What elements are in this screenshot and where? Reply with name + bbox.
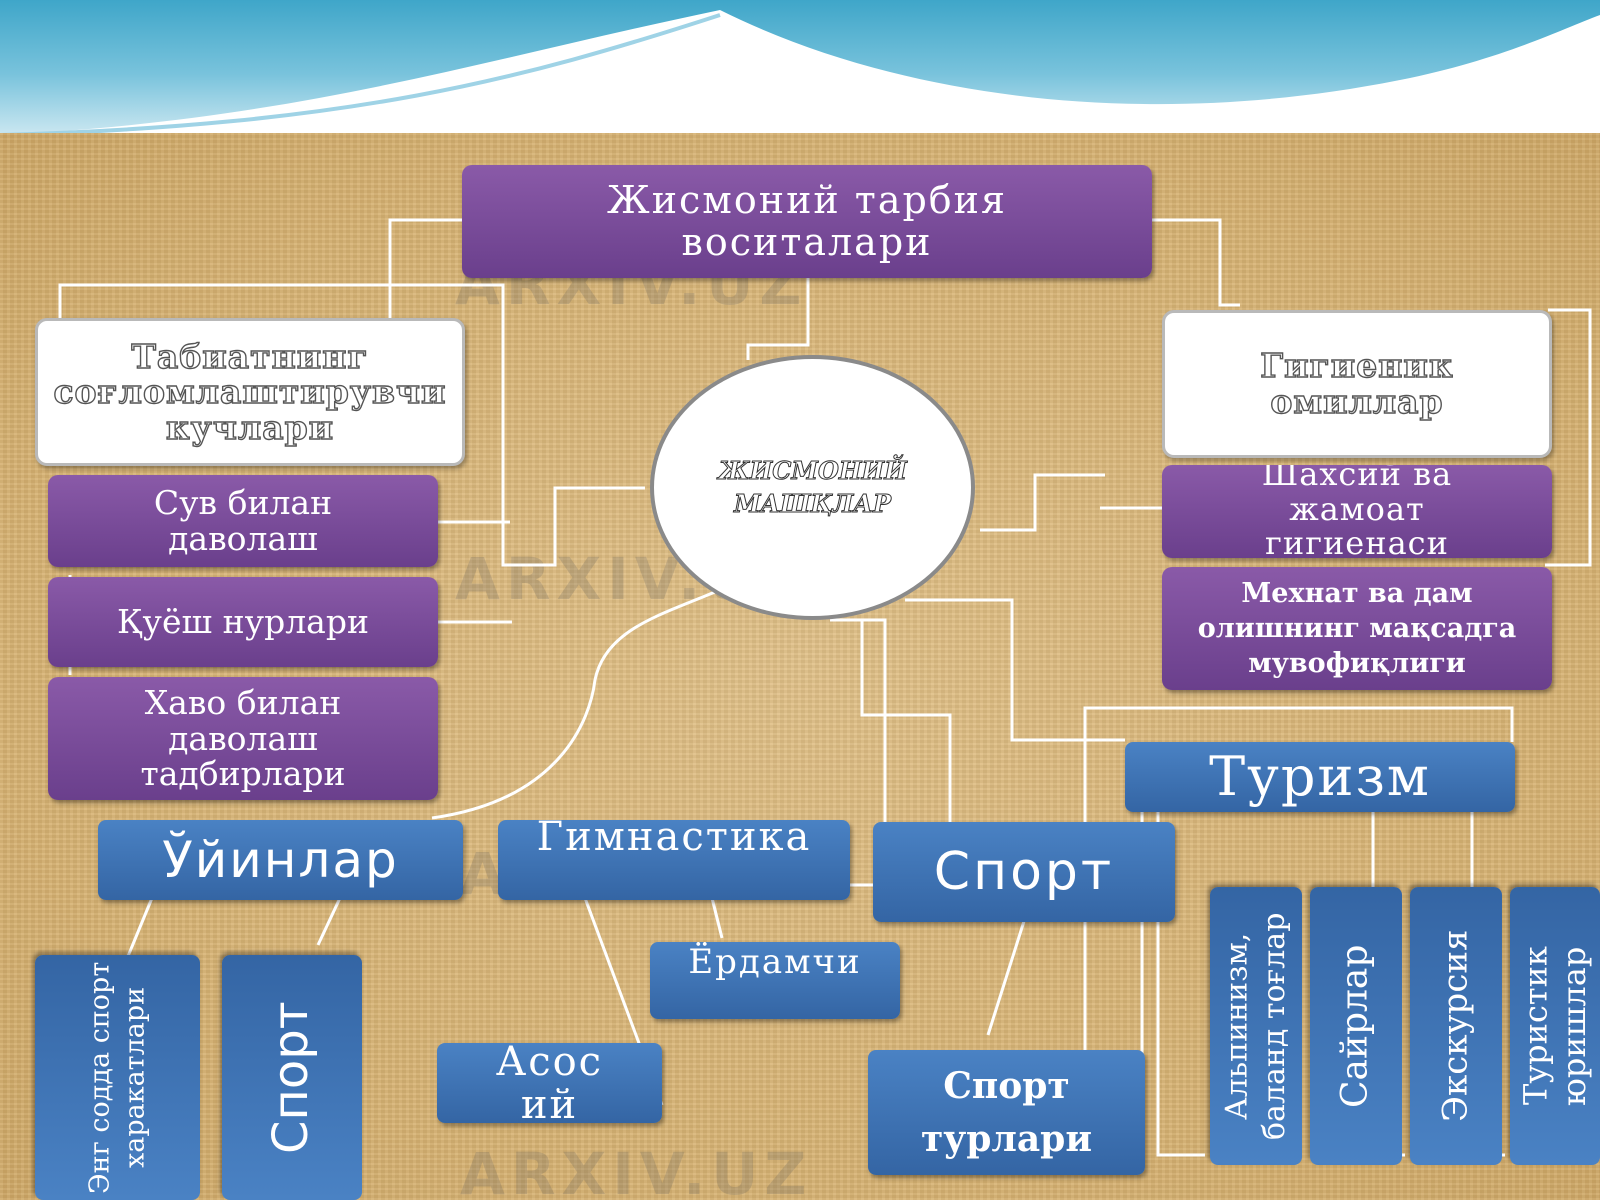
- natural-forces-title: Табиатнинг соғломлаштирувчи кучлари: [53, 336, 447, 447]
- natural-item: Сув билан даволаш: [48, 475, 438, 567]
- tourism-item: Сайрлар: [1310, 887, 1402, 1165]
- games-item-label: Энг содда спорт харакатлари: [84, 961, 151, 1194]
- hygiene-item: Мехнат ва дам олишнинг мақсадга мувофиқл…: [1162, 567, 1552, 690]
- hygiene-item-label: Мехнат ва дам олишнинг мақсадга мувофиқл…: [1197, 577, 1517, 680]
- natural-item-label: Хаво билан даволаш тадбирлари: [140, 683, 346, 794]
- gymnastics-item-label: Ёрдамчи: [688, 942, 862, 982]
- tourism-item: Экскурсия: [1410, 887, 1502, 1165]
- sport-item: Спорт турлари: [868, 1050, 1145, 1175]
- watermark: ARXIV.UZ: [460, 1140, 813, 1200]
- tourism-box: Туризм: [1125, 742, 1515, 812]
- main-title: Жисмоний тарбия воситалари: [607, 178, 1007, 264]
- center-label: ЖИСМОНИЙ МАШҚЛАР: [718, 456, 908, 518]
- hygiene-title: Гигиеник омиллар: [1260, 346, 1454, 421]
- center-ellipse: ЖИСМОНИЙ МАШҚЛАР: [650, 355, 975, 620]
- hygiene-item: Шахсий ва жамоат гигиенаси: [1162, 465, 1552, 558]
- header-wave: [0, 10, 1600, 135]
- natural-item: Хаво билан даволаш тадбирлари: [48, 677, 438, 800]
- games-box: Ўйинлар: [98, 820, 463, 900]
- sport-item-label: Спорт турлари: [920, 1065, 1093, 1160]
- games-title: Ўйинлар: [162, 831, 399, 889]
- sport-box: Спорт: [873, 822, 1175, 922]
- sport-title: Спорт: [933, 841, 1115, 902]
- tourism-item-label: Экскурсия: [1435, 929, 1476, 1123]
- tourism-item-label: Альпинизм, баланд тоғлар: [1219, 912, 1293, 1140]
- gymnastics-box: Гимнастика: [498, 820, 850, 900]
- games-item: Спорт: [222, 955, 362, 1200]
- natural-forces-box: Табиатнинг соғломлаштирувчи кучлари: [35, 318, 465, 466]
- tourism-title: Туризм: [1209, 744, 1431, 808]
- natural-item-label: Қуёш нурлари: [117, 602, 369, 642]
- tourism-item: Альпинизм, баланд тоғлар: [1210, 887, 1302, 1165]
- header-band: [0, 0, 1600, 135]
- hygiene-box: Гигиеник омиллар: [1162, 310, 1552, 458]
- gymnastics-item-label: Асосий: [495, 1043, 604, 1123]
- games-item: Энг содда спорт харакатлари: [35, 955, 200, 1200]
- natural-item-label: Сув билан даволаш: [153, 483, 333, 558]
- tourism-item-label: Сайрлар: [1334, 944, 1376, 1108]
- gymnastics-item: Асосий: [437, 1043, 662, 1123]
- tourism-item: Туристик юришлар: [1510, 887, 1600, 1165]
- tourism-item-label: Туристик юришлар: [1516, 946, 1593, 1106]
- gymnastics-item: Ёрдамчи: [650, 942, 900, 1019]
- natural-item: Қуёш нурлари: [48, 577, 438, 667]
- gymnastics-title: Гимнастика: [536, 820, 812, 860]
- main-title-box: Жисмоний тарбия воситалари: [462, 165, 1152, 278]
- games-item-label: Спорт: [263, 1001, 320, 1154]
- hygiene-item-label: Шахсий ва жамоат гигиенаси: [1261, 465, 1453, 558]
